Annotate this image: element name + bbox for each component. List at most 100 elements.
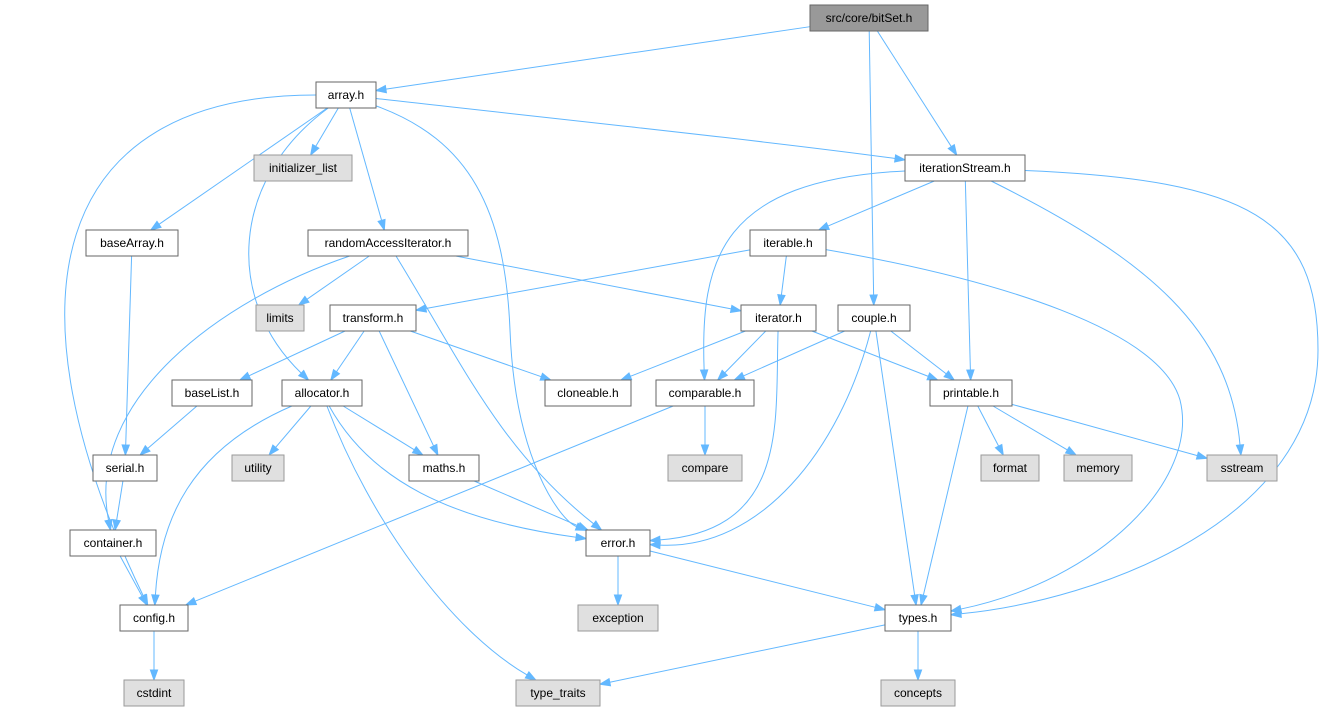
node-iterable[interactable]: iterable.h (749, 229, 827, 257)
node-label: baseArray.h (100, 236, 164, 250)
edge-line (649, 550, 876, 608)
node-box (837, 304, 911, 332)
node-serial[interactable]: serial.h (92, 454, 158, 482)
edge-baseList-to-serial (138, 405, 198, 456)
edge-line (248, 330, 346, 377)
edge-arrowhead (910, 593, 919, 607)
node-randomAccessIterator[interactable]: randomAccessIterator.h (307, 229, 469, 257)
node-label: utility (244, 461, 271, 475)
edge-arrowhead (411, 445, 425, 456)
edge-line (960, 170, 1319, 615)
edge-iterable-to-types (825, 249, 1183, 614)
node-box (749, 229, 827, 257)
node-box (253, 154, 353, 182)
node-sstream: sstream (1206, 454, 1278, 482)
node-cloneable[interactable]: cloneable.h (544, 379, 632, 407)
edge-line (825, 249, 1183, 610)
edge-array-to-randomAccessIterator (349, 107, 386, 232)
node-iterationStream[interactable]: iterationStream.h (904, 154, 1026, 182)
edge-arrowhead (619, 372, 633, 381)
node-container[interactable]: container.h (69, 529, 157, 557)
edge-line (306, 255, 370, 300)
edge-line (315, 107, 339, 147)
edge-line (659, 330, 779, 541)
node-label: iterable.h (763, 236, 812, 250)
edge-arrowhead (429, 443, 439, 457)
node-box (255, 304, 305, 332)
node-maths[interactable]: maths.h (408, 454, 480, 482)
node-label: src/core/bitSet.h (826, 11, 913, 25)
edge-couple-to-types (875, 330, 919, 607)
node-label: limits (266, 311, 293, 325)
edge-comparable-to-compare (700, 406, 710, 457)
edge-array-to-iterationStream (375, 97, 907, 163)
edge-line (780, 255, 787, 296)
edge-arrowhead (598, 677, 612, 687)
edge-arrowhead (919, 593, 928, 607)
edge-arrowhead (374, 84, 388, 94)
node-config[interactable]: config.h (119, 604, 189, 632)
edge-array-to-allocator (248, 107, 329, 382)
edge-layer (64, 26, 1319, 687)
node-box (884, 604, 952, 632)
edge-arrowhead (1195, 451, 1209, 460)
edge-line (992, 405, 1068, 451)
edge-arrowhead (149, 669, 159, 682)
node-box (1206, 454, 1278, 482)
node-couple[interactable]: couple.h (837, 304, 911, 332)
node-baseArray[interactable]: baseArray.h (85, 229, 179, 257)
node-bitset[interactable]: src/core/bitSet.h (809, 4, 929, 32)
node-allocator[interactable]: allocator.h (281, 379, 363, 407)
edge-arrowhead (138, 593, 148, 607)
edge-arrowhead (309, 143, 320, 157)
node-label: cstdint (137, 686, 172, 700)
node-box (880, 679, 956, 707)
node-layer: src/core/bitSet.h array.h initializer_list… (69, 4, 1278, 707)
node-initializer_list: initializer_list (253, 154, 353, 182)
edge-arrowhead (238, 371, 252, 381)
edge-line (328, 405, 577, 538)
edge-arrowhead (268, 444, 280, 457)
edge-bitset-to-iterationStream (876, 30, 958, 157)
node-array[interactable]: array.h (315, 81, 377, 109)
edge-line (275, 405, 312, 448)
node-types[interactable]: types.h (884, 604, 952, 632)
edge-comparable-to-config (184, 405, 674, 606)
node-baseList[interactable]: baseList.h (171, 379, 253, 407)
node-label: serial.h (106, 461, 145, 475)
node-label: array.h (328, 88, 364, 102)
edge-bitset-to-couple (868, 30, 878, 307)
edge-printable-to-memory (992, 405, 1078, 456)
node-iterator[interactable]: iterator.h (740, 304, 817, 332)
edge-line (154, 405, 293, 596)
node-transform[interactable]: transform.h (329, 304, 417, 332)
edge-line (455, 255, 732, 310)
edge-line (724, 330, 767, 374)
node-box (667, 454, 743, 482)
edge-arrowhead (184, 597, 198, 606)
edge-line (119, 555, 143, 597)
node-box (408, 454, 480, 482)
node-printable[interactable]: printable.h (929, 379, 1013, 407)
node-label: transform.h (343, 311, 404, 325)
edge-couple-to-printable (890, 330, 956, 381)
node-label: initializer_list (269, 161, 338, 175)
node-compare: compare (667, 454, 743, 482)
node-box (171, 379, 253, 407)
edge-line (868, 30, 875, 296)
edge-line (743, 330, 845, 377)
node-error[interactable]: error.h (585, 529, 651, 557)
edge-randomAccessIterator-to-limits (297, 255, 370, 306)
node-comparable[interactable]: comparable.h (655, 379, 755, 407)
edge-line (194, 405, 674, 602)
node-box (329, 304, 417, 332)
node-box (281, 379, 363, 407)
edge-transform-to-cloneable (410, 330, 553, 381)
edge-line (248, 107, 329, 374)
edge-iterator-to-printable (811, 330, 940, 381)
node-box (655, 379, 755, 407)
edge-arrowhead (149, 220, 162, 231)
edge-arrowhead (377, 218, 386, 232)
edge-printable-to-sstream (1011, 403, 1209, 460)
node-label: printable.h (943, 386, 999, 400)
